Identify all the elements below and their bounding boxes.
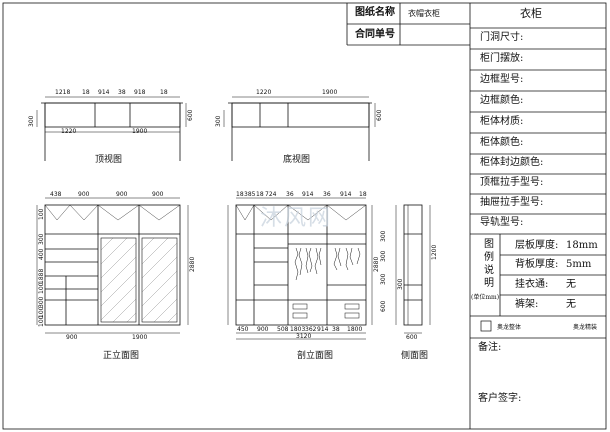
section-dim: 18 — [236, 191, 244, 198]
top-view-dim: 300 — [28, 115, 35, 127]
legend-row-hanger-rod-name: 挂衣通: — [515, 279, 549, 290]
legend-unit: (单位mm) — [471, 294, 500, 301]
top-view-dim: 600 — [187, 109, 194, 121]
logo-mark — [480, 320, 492, 332]
bottom-view-dim: 300 — [215, 115, 222, 127]
section-dim: 508 — [277, 326, 289, 333]
legend-row-shelf-value: 18mm — [566, 240, 598, 251]
field-frame-model: 边框型号: — [480, 74, 524, 85]
front-dim: 900 — [152, 191, 164, 198]
legend-label: 图例说明 — [484, 239, 494, 289]
section-dim: 1803 — [290, 326, 306, 333]
top-view-caption: 顶视图 — [95, 155, 123, 165]
customer-sign-label: 客户签字: — [478, 393, 522, 404]
front-dim: 438 — [50, 191, 62, 198]
field-cabinet-color: 柜体颜色: — [480, 137, 524, 148]
front-dim: 100 — [38, 315, 45, 327]
section-dim: 385 — [244, 191, 256, 198]
section-dim: 900 — [257, 326, 269, 333]
front-elevation-geometry — [36, 197, 189, 334]
bottom-view-dim: 600 — [376, 109, 383, 121]
section-dim: 362 — [305, 326, 317, 333]
bottom-view-dim: 1900 — [322, 89, 338, 96]
section-dim: 914 — [302, 191, 314, 198]
front-dim: 400 — [38, 248, 45, 260]
field-frame-color: 边框颜色: — [480, 95, 524, 106]
section-dim: 914 — [340, 191, 352, 198]
legend-row-hanger-rod-value: 无 — [566, 279, 576, 290]
logo-text-left: 奥龙整体 — [497, 324, 522, 331]
field-drawer-handle-model: 抽屉拉手型号: — [480, 197, 544, 208]
side-dim: 1200 — [431, 244, 438, 260]
remarks-label: 备注: — [478, 342, 502, 353]
section-elevation-caption: 剖立面图 — [297, 351, 334, 361]
field-door-opening-size: 门洞尺寸: — [480, 32, 524, 43]
section-dim: 300 — [380, 230, 387, 242]
product-title: 衣柜 — [520, 7, 542, 20]
drawing-name-value: 衣帽衣柜 — [408, 9, 440, 18]
field-edge-band-color: 柜体封边颜色: — [480, 157, 544, 168]
front-dim: 300 — [38, 233, 45, 245]
section-dim: 36 — [286, 191, 294, 198]
drawing-name-label: 图纸名称 — [355, 7, 395, 18]
bottom-view-dim: 1220 — [256, 89, 272, 96]
section-dim: 2880 — [373, 256, 380, 272]
title-block-grid — [346, 3, 606, 429]
section-dim: 450 — [237, 326, 249, 333]
bottom-view-caption: 底视图 — [283, 155, 311, 165]
legend-row-trouser-rack-name: 裤架: — [515, 299, 539, 310]
top-view-dim: 1900 — [132, 128, 148, 135]
top-view-geometry — [36, 96, 187, 161]
field-door-placement: 柜门摆放: — [480, 53, 524, 64]
section-dim: 724 — [265, 191, 277, 198]
section-dim: 18 — [256, 191, 264, 198]
legend-row-backboard-name: 背板厚度: — [515, 259, 559, 270]
front-dim: 900 — [78, 191, 90, 198]
watermark: 沐风网 — [260, 206, 333, 231]
top-view-dim: 918 — [134, 89, 146, 96]
field-top-handle-model: 顶框拉手型号: — [480, 177, 544, 188]
front-elevation-caption: 正立面图 — [103, 351, 140, 361]
bottom-view-geometry — [223, 96, 376, 161]
top-view-dim: 18 — [160, 89, 168, 96]
legend-row-trouser-rack-value: 无 — [566, 299, 576, 310]
side-elevation-caption: 侧面图 — [401, 351, 429, 361]
section-dim: 3120 — [296, 333, 312, 340]
front-dim: 100 — [38, 208, 45, 220]
top-view-dim: 18 — [82, 89, 90, 96]
contract-no-label: 合同单号 — [355, 29, 395, 40]
section-elevation-geometry — [227, 197, 373, 340]
section-dim: 914 — [317, 326, 329, 333]
field-cabinet-material: 柜体材质: — [480, 116, 524, 127]
top-view-dim: 38 — [118, 89, 126, 96]
side-dim: 600 — [406, 334, 418, 341]
section-dim: 600 — [380, 300, 387, 312]
front-dim: 900 — [116, 191, 128, 198]
section-dim: 38 — [332, 326, 340, 333]
section-dim: 18 — [359, 191, 367, 198]
section-dim: 300 — [380, 273, 387, 285]
logo-text-right: 奥龙精装 — [573, 324, 598, 331]
legend-row-backboard-value: 5mm — [566, 259, 592, 270]
front-dim: 2880 — [189, 256, 196, 272]
side-dim: 300 — [397, 278, 404, 290]
front-dim: 100 — [38, 282, 45, 294]
side-elevation-geometry — [395, 204, 431, 334]
top-view-dim: 1220 — [61, 128, 77, 135]
top-view-dim: 914 — [98, 89, 110, 96]
section-dim: 1800 — [347, 326, 363, 333]
field-rail-model: 导轨型号: — [480, 217, 524, 228]
legend-row-shelf-name: 层板厚度: — [515, 240, 559, 251]
top-view-dim: 1218 — [55, 89, 71, 96]
section-dim: 300 — [380, 250, 387, 262]
front-dim: 900 — [66, 334, 78, 341]
section-dim: 36 — [323, 191, 331, 198]
front-dim: 1900 — [132, 334, 148, 341]
